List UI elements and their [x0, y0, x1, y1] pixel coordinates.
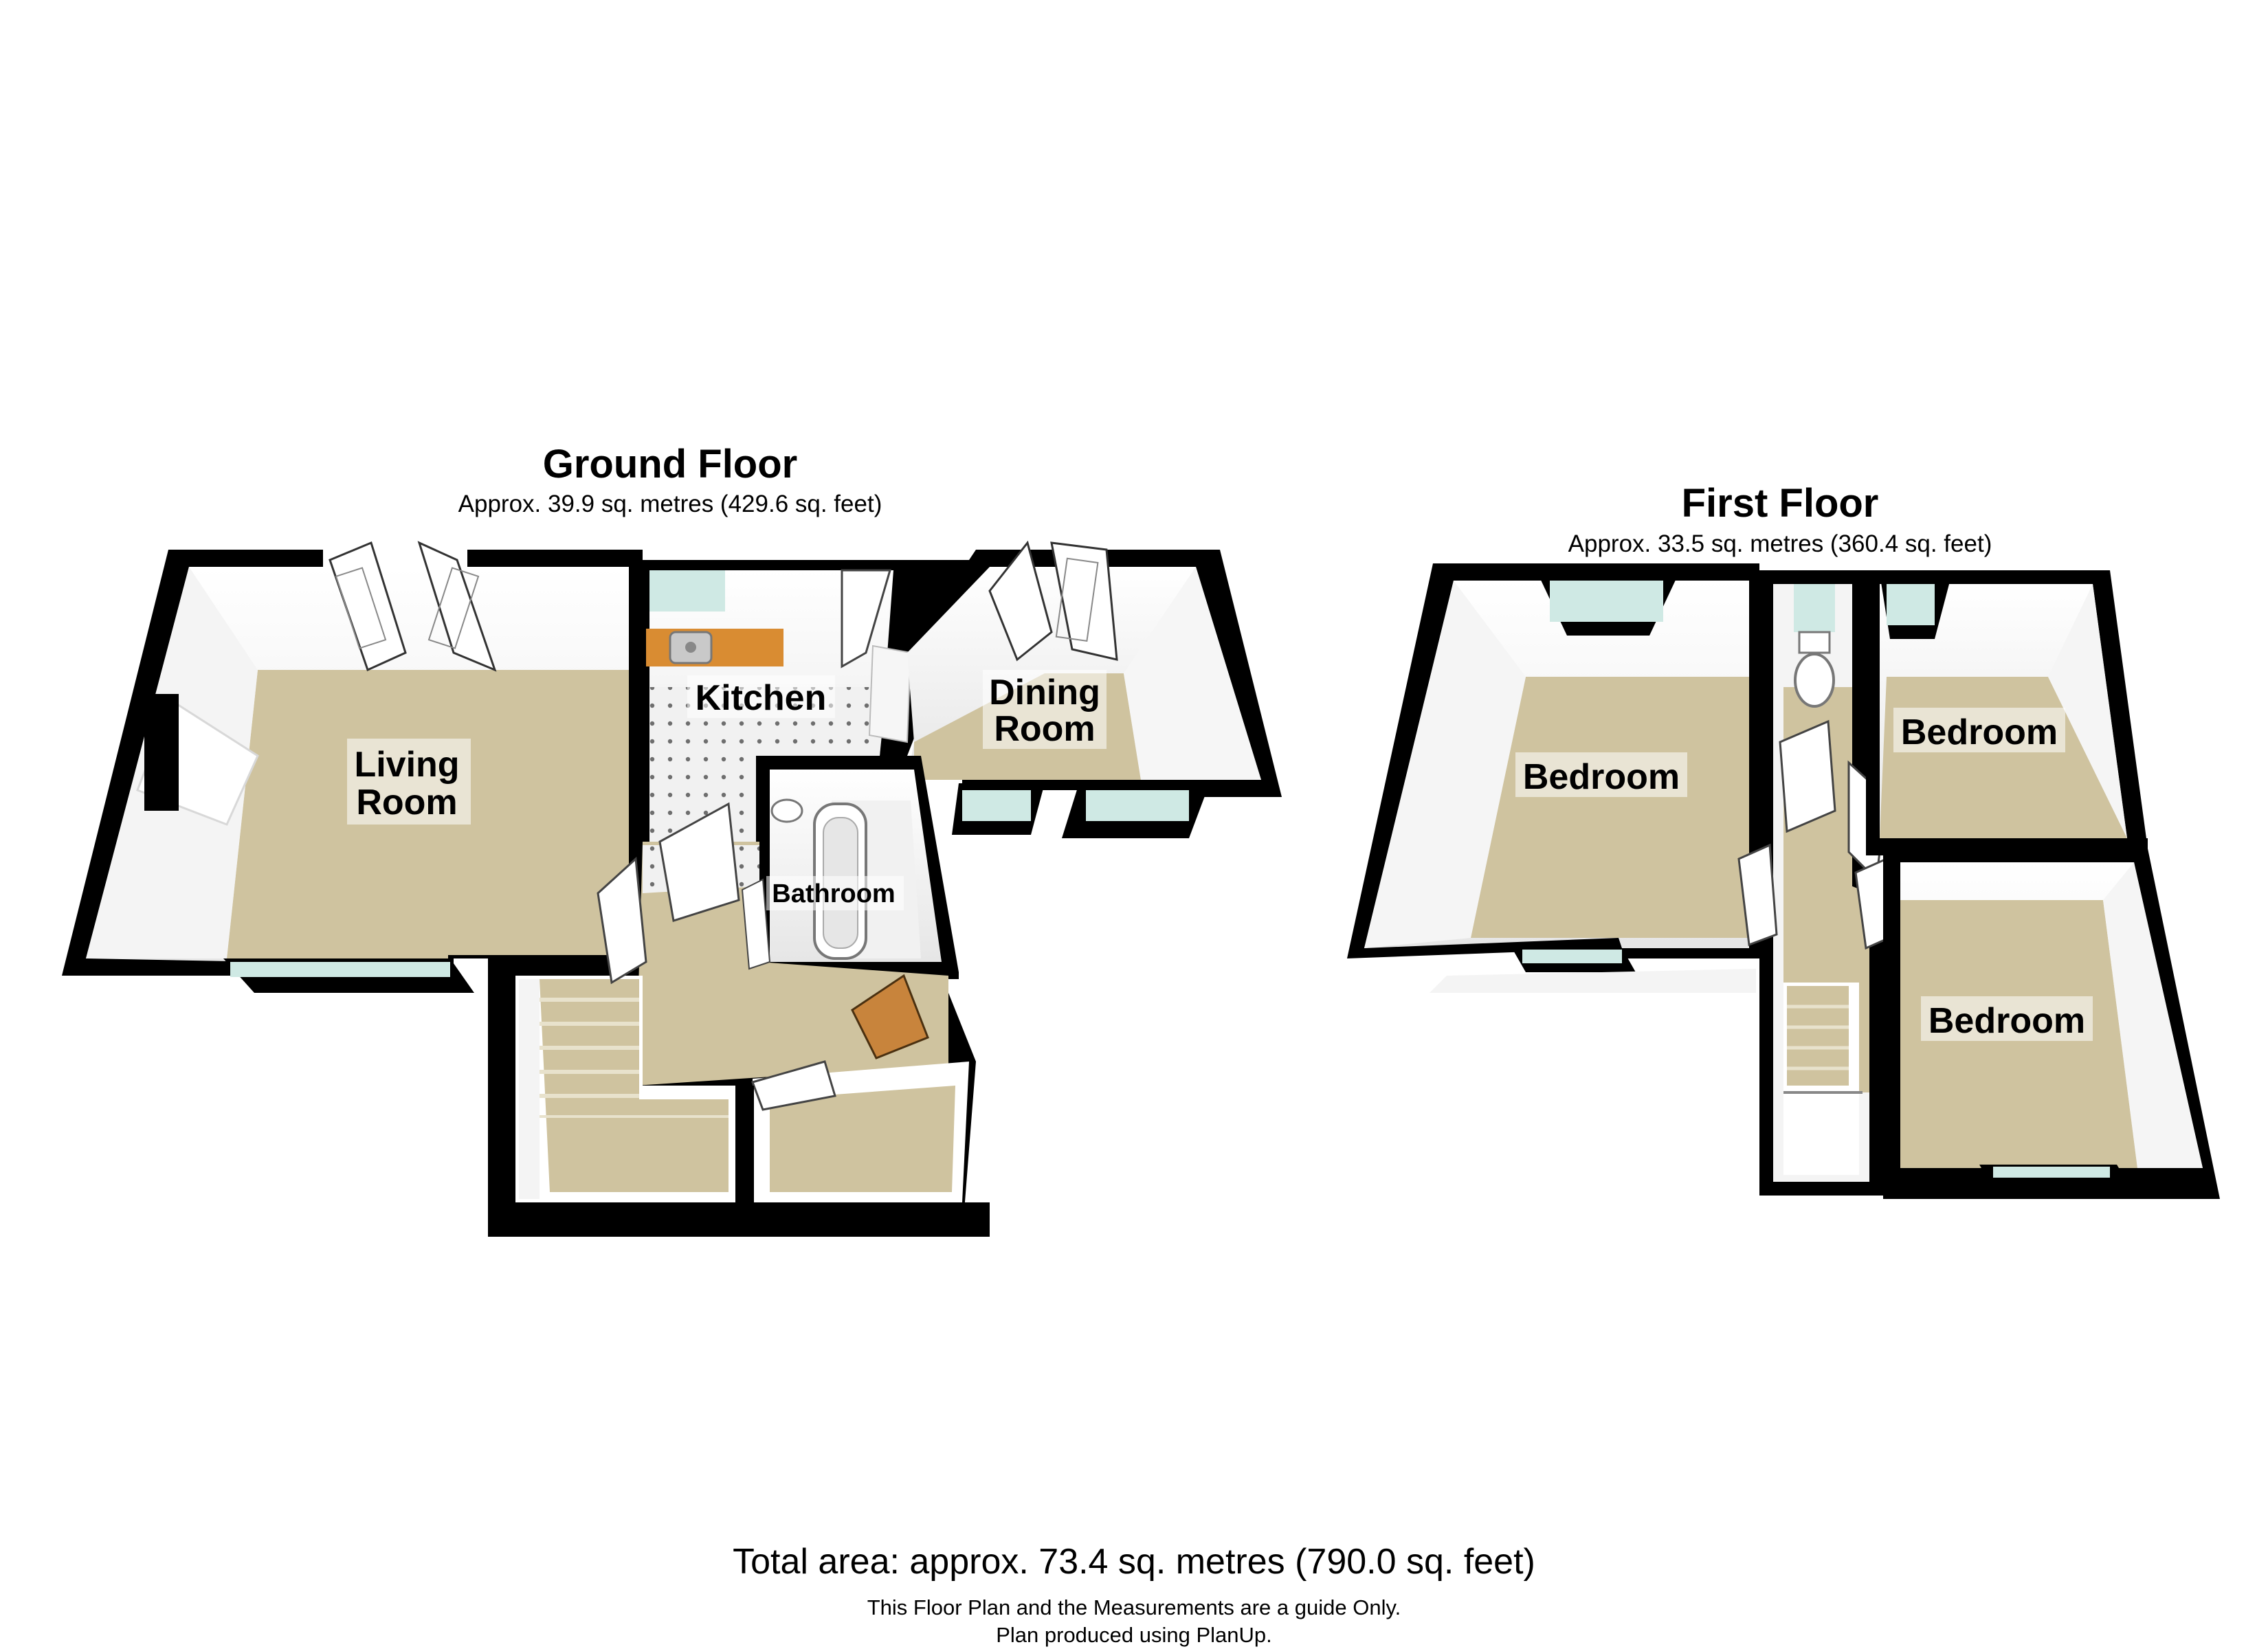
dining-room	[907, 540, 1282, 838]
kitchen-worktop	[646, 629, 783, 666]
dining-room-label-1: Dining	[989, 673, 1100, 713]
living-room-hall-door	[597, 856, 647, 985]
total-area: Total area: approx. 73.4 sq. metres (790…	[733, 1542, 1535, 1582]
bedroom-large-window-bottom	[1522, 950, 1622, 963]
fireplace-wall	[144, 694, 179, 811]
ground-floor-title: Ground Floor	[543, 442, 798, 486]
credit: Plan produced using PlanUp.	[996, 1623, 1272, 1647]
kitchen-window	[649, 570, 725, 612]
cupboard-door	[751, 1060, 836, 1111]
hallway	[488, 802, 990, 1237]
understairs-cupboard	[770, 1086, 955, 1192]
bedroom-large-label: Bedroom	[1523, 757, 1680, 797]
bedroom-bottom-right-window	[1993, 1167, 2110, 1178]
bedroom-bottom-right-label: Bedroom	[1928, 1001, 2085, 1041]
wc-door	[1779, 719, 1836, 833]
basin-icon	[770, 798, 803, 823]
dining-room-window-right	[1086, 790, 1189, 821]
living-room	[62, 541, 643, 993]
kitchen-label: Kitchen	[696, 678, 827, 718]
staircase	[540, 979, 729, 1192]
dining-room-label-2: Room	[994, 709, 1095, 749]
bedroom-large-door	[1737, 843, 1778, 947]
toilet-icon	[1794, 653, 1835, 708]
first-floor-area: Approx. 33.5 sq. metres (360.4 sq. feet)	[1568, 530, 1992, 557]
kitchen-hall-door	[658, 802, 740, 922]
living-room-label-1: Living	[354, 745, 459, 785]
first-floor-title: First Floor	[1682, 481, 1879, 526]
dining-room-door-left	[988, 540, 1053, 662]
living-room-label-2: Room	[356, 783, 457, 822]
kitchen-floor	[649, 687, 887, 845]
dining-room-window-left	[962, 790, 1031, 821]
living-room-window	[230, 962, 450, 977]
first-floor-stairs	[1787, 986, 1849, 1086]
dining-room-door-right	[1050, 541, 1118, 661]
landing	[1737, 570, 1898, 1196]
bedroom-top-right-label: Bedroom	[1901, 713, 2058, 752]
bedroom-large-window-top	[1550, 581, 1663, 622]
bedroom-large-carpet	[1471, 677, 1749, 938]
bathroom-label: Bathroom	[772, 879, 895, 908]
labels: Ground Floor Approx. 39.9 sq. metres (42…	[347, 442, 2093, 1647]
storage-unit	[851, 974, 929, 1059]
disclaimer: This Floor Plan and the Measurements are…	[867, 1595, 1401, 1619]
ground-floor-plan	[62, 540, 1282, 1237]
bedroom-top-right-window	[1887, 584, 1935, 625]
living-room-door-right	[417, 541, 497, 672]
ground-floor-area: Approx. 39.9 sq. metres (429.6 sq. feet)	[458, 491, 882, 517]
bathroom	[756, 756, 959, 979]
wc-window	[1794, 584, 1835, 632]
first-floor-plan	[1347, 563, 2220, 1199]
